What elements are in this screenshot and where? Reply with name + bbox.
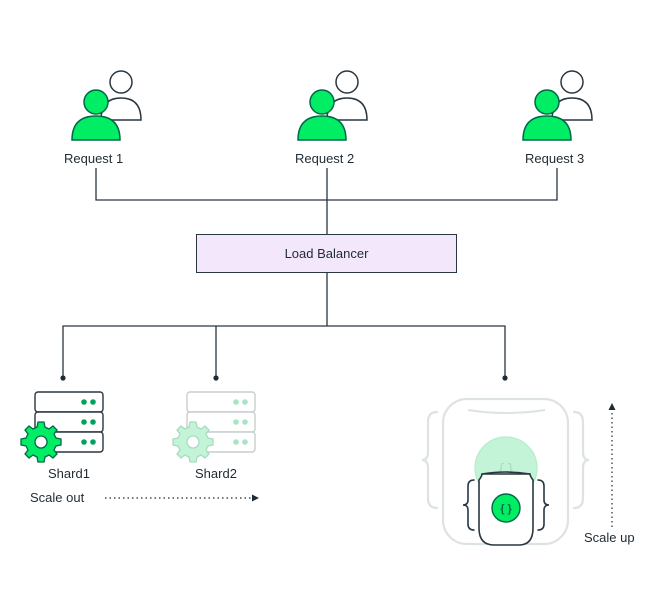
document-icon: { } [462,471,550,546]
request-3-label: Request 3 [525,151,585,166]
gear-icon-shard1 [20,421,62,463]
load-balancer-box: Load Balancer [196,234,457,273]
shard1-label: Shard1 [48,466,90,481]
shard-connectors [62,273,506,378]
shard2-label: Shard2 [195,466,237,481]
user-group-icon-request-1 [71,70,142,141]
gear-icon-shard2 [172,421,214,463]
request-1-label: Request 1 [64,151,124,166]
user-group-icon-request-2 [297,70,368,141]
scale-up-arrow [608,403,616,527]
request-2-label: Request 2 [295,151,355,166]
connector-dot-shard2 [213,375,219,381]
svg-text:{ }: { } [500,503,512,515]
request-connectors [95,168,558,234]
load-balancer-label: Load Balancer [284,246,369,261]
user-group-icon-request-3 [522,70,593,141]
scale-out-arrow [105,494,259,502]
scale-up-label: Scale up [584,530,635,545]
connector-dot-scale-up [502,375,508,381]
connector-dot-shard1 [60,375,66,381]
scale-out-label: Scale out [30,490,85,505]
